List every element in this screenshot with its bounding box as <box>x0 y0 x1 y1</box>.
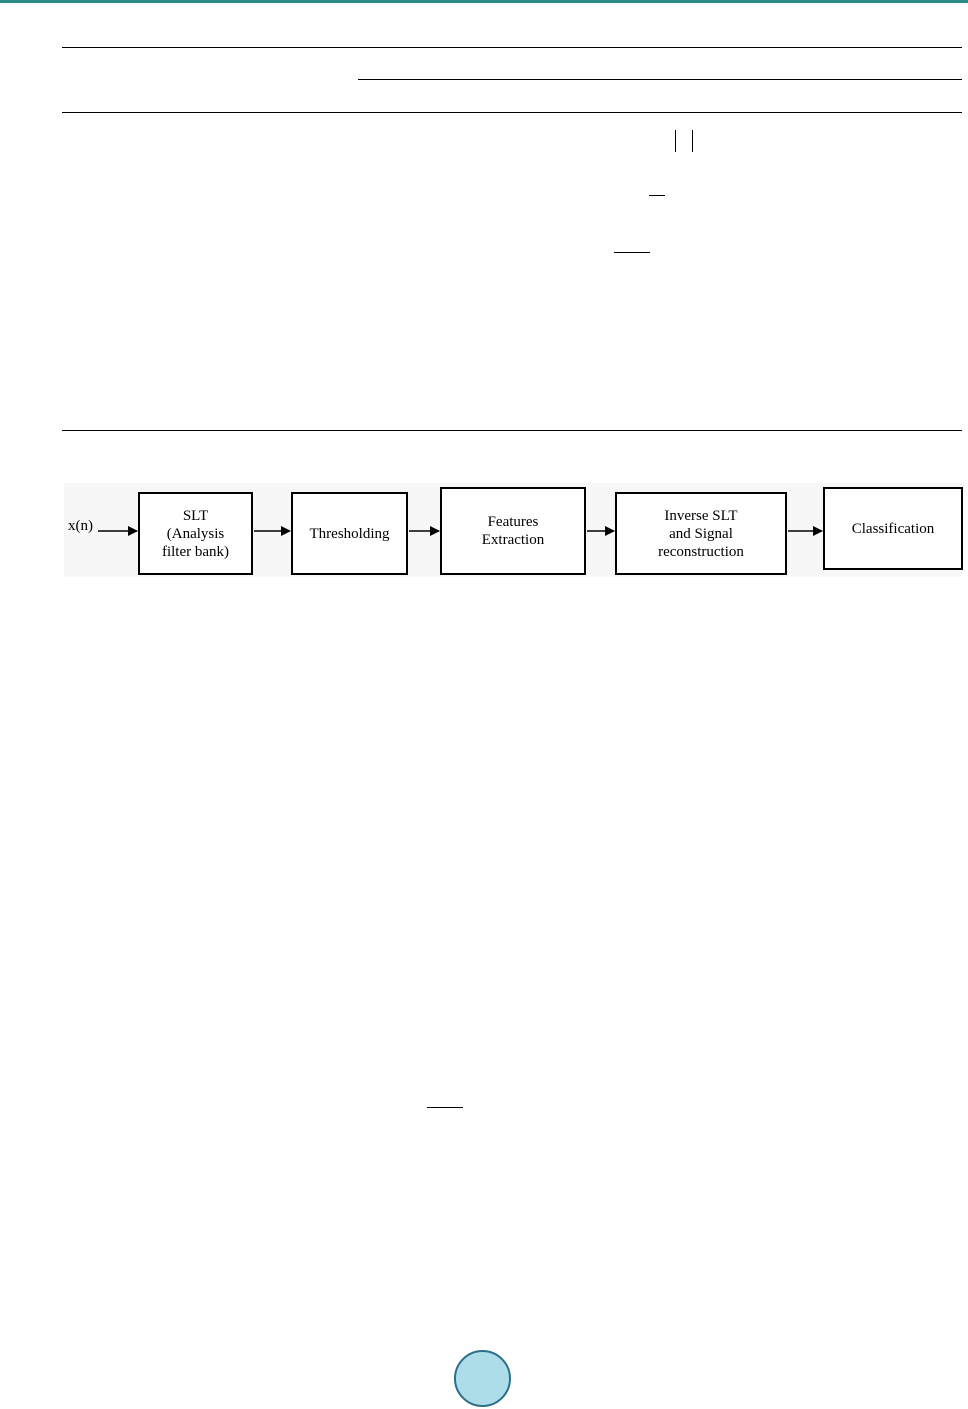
input-signal-label: x(n) <box>68 518 93 534</box>
table-header-subrule <box>358 79 962 80</box>
fraction-bar <box>427 1107 463 1108</box>
slt-analysis-block: SLT (Analysis filter bank) <box>138 492 253 575</box>
header-rule <box>0 0 968 3</box>
table-header-bottom-rule <box>62 112 962 113</box>
fraction-bar <box>614 252 650 253</box>
features-extraction-block: Features Extraction <box>440 487 586 575</box>
fraction-bar <box>649 195 665 196</box>
table-bottom-rule <box>62 430 962 431</box>
thresholding-block: Thresholding <box>291 492 408 575</box>
classification-block: Classification <box>823 487 963 570</box>
table-top-rule <box>62 47 962 48</box>
inverse-slt-block: Inverse SLT and Signal reconstruction <box>615 492 787 575</box>
abs-value-bar-left <box>675 130 676 152</box>
page-number-badge <box>454 1350 511 1407</box>
abs-value-bar-right <box>692 130 693 152</box>
